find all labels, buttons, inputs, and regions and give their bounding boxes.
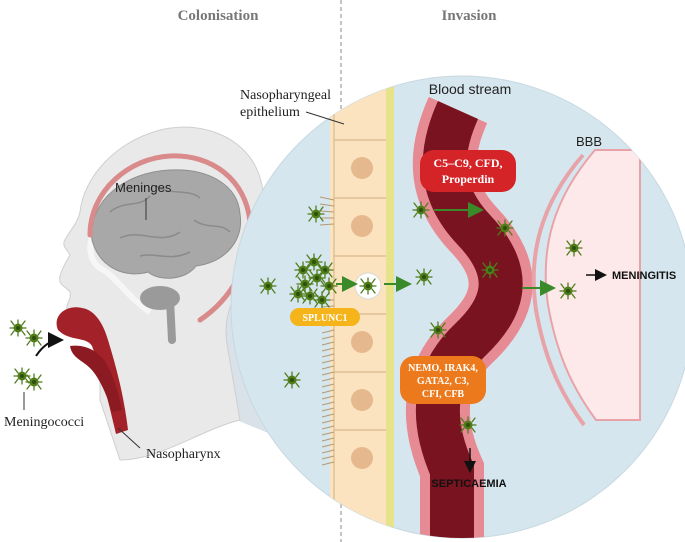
epithelium-pointer bbox=[305, 111, 345, 125]
epithelium-column bbox=[319, 76, 394, 538]
bbb-label: BBB bbox=[576, 134, 602, 149]
complement-line2: Properdin bbox=[442, 172, 495, 186]
genes-line3: CFI, CFB bbox=[422, 389, 465, 400]
colonisation-header: Colonisation bbox=[178, 8, 260, 24]
splunc1-box: SPLUNC1 bbox=[290, 308, 360, 326]
nasopharynx-pointer bbox=[117, 427, 141, 449]
bbb-membrane bbox=[544, 149, 641, 421]
bacterium bbox=[496, 219, 514, 237]
splunc1-text: SPLUNC1 bbox=[302, 313, 347, 324]
nasopharynx-shape bbox=[56, 307, 129, 434]
genes-line1: NEMO, IRAK4, bbox=[408, 363, 478, 374]
bacterium bbox=[412, 201, 430, 219]
bacterium bbox=[259, 277, 277, 295]
bacterium bbox=[481, 261, 499, 279]
bacterium bbox=[429, 321, 447, 339]
complement-box: C5–C9, CFD, Properdin bbox=[420, 150, 516, 192]
complement-line1: C5–C9, CFD, bbox=[434, 156, 503, 170]
nasopharynx-label: Nasopharynx bbox=[146, 447, 221, 462]
bacterium bbox=[459, 416, 477, 434]
meninges-label: Meninges bbox=[115, 180, 172, 195]
septicaemia-label: SEPTICAEMIA bbox=[431, 478, 506, 490]
bacterium bbox=[283, 371, 301, 389]
blood-stream-label: Blood stream bbox=[429, 81, 511, 97]
bacterium bbox=[307, 205, 325, 223]
brain bbox=[91, 169, 242, 344]
invasion-header: Invasion bbox=[441, 8, 497, 24]
meningitis-label: MENINGITIS bbox=[612, 270, 676, 282]
bacterium bbox=[559, 282, 577, 300]
meningococci-label: Meningococci bbox=[4, 415, 84, 430]
epithelium-label-line2: epithelium bbox=[240, 105, 300, 120]
entry-arrow bbox=[35, 332, 64, 357]
bacterium bbox=[565, 239, 583, 257]
bacterium bbox=[415, 268, 433, 286]
genes-line2: GATA2, C3, bbox=[417, 376, 470, 387]
genes-box: NEMO, IRAK4, GATA2, C3, CFI, CFB bbox=[400, 356, 486, 404]
epithelium-label-line1: Nasopharyngeal bbox=[240, 88, 331, 103]
